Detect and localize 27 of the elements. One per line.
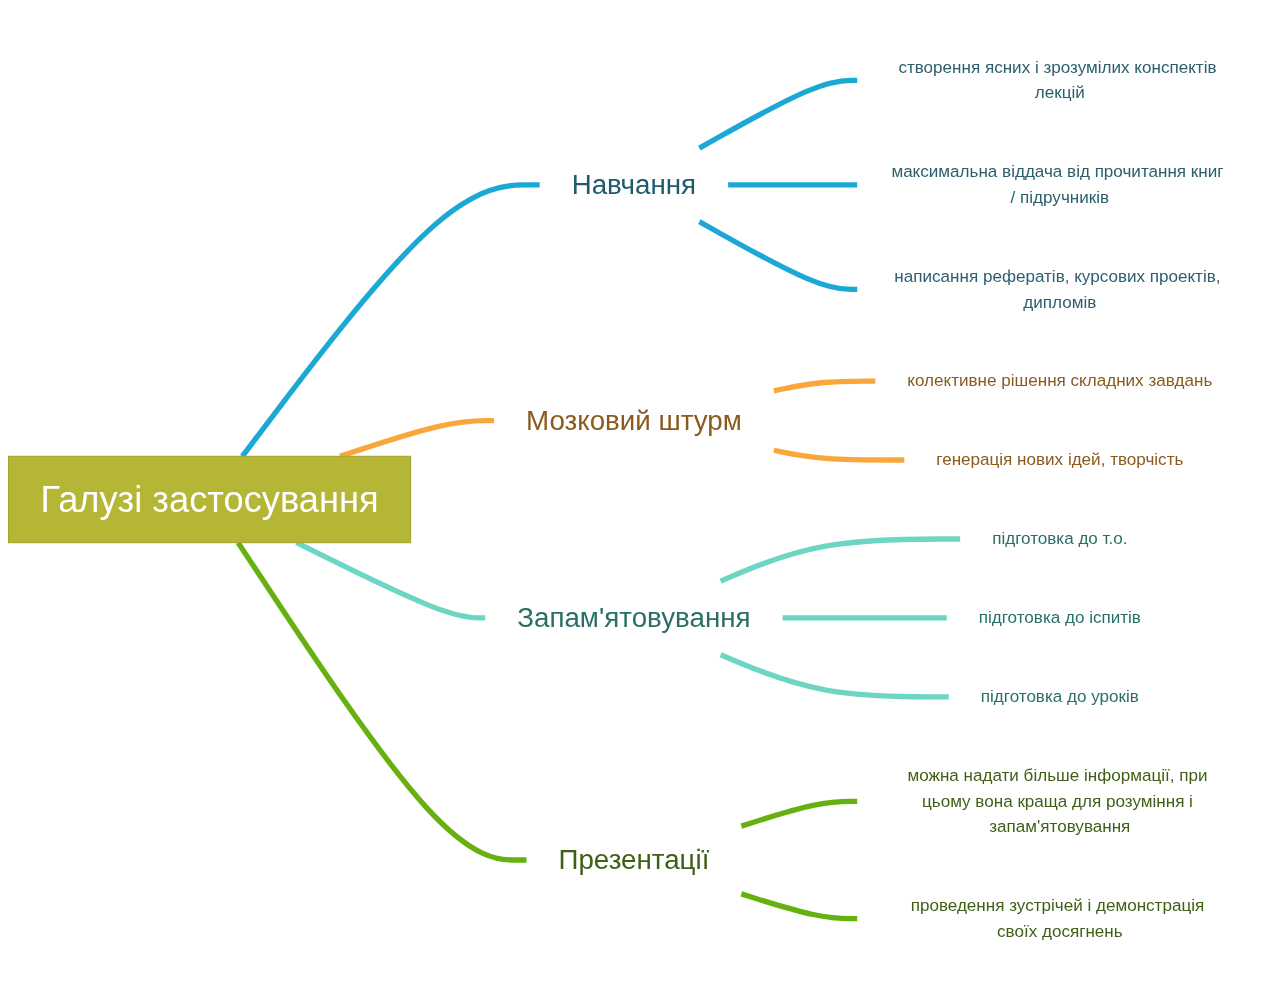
node-text: Мозковий штурм: [525, 404, 742, 437]
node-text: проведення зустрічей і демонстрація своїх досягнень: [910, 896, 1205, 940]
connector: [240, 182, 540, 458]
connector: [782, 615, 947, 621]
connector: [740, 891, 858, 922]
node-text: підготовка до уроків: [980, 687, 1139, 706]
node-text: створення ясних і зрозумілих конспектів лекцій: [898, 57, 1217, 102]
connector: [719, 652, 949, 700]
connector: [698, 77, 858, 151]
node-text: колективне рішення складних завдань: [907, 371, 1213, 390]
node-text: підготовка до т.о.: [992, 529, 1128, 548]
node-text: можна надати більше інформації, при цьому вона краща для розуміння і запам'ятовування: [907, 766, 1208, 836]
node-text: генерація нових ідей, творчість: [936, 450, 1184, 469]
connector: [773, 447, 905, 463]
node-text: максимальна віддача від прочитання книг / підручників: [891, 162, 1224, 207]
node-box: [8, 455, 412, 544]
connector: [773, 378, 876, 394]
node-text: Запам'ятовування: [517, 601, 751, 634]
connector: [740, 798, 858, 829]
node-text: підготовка до іспитів: [978, 608, 1141, 627]
node-text: Навчання: [571, 168, 697, 201]
connector: [728, 182, 858, 188]
node-text: написання рефератів, курсових проектів, дипломів: [894, 267, 1221, 311]
connector: [698, 219, 858, 293]
connector: [719, 536, 961, 584]
node-text: Презентації: [558, 843, 710, 876]
connector: [235, 541, 527, 863]
